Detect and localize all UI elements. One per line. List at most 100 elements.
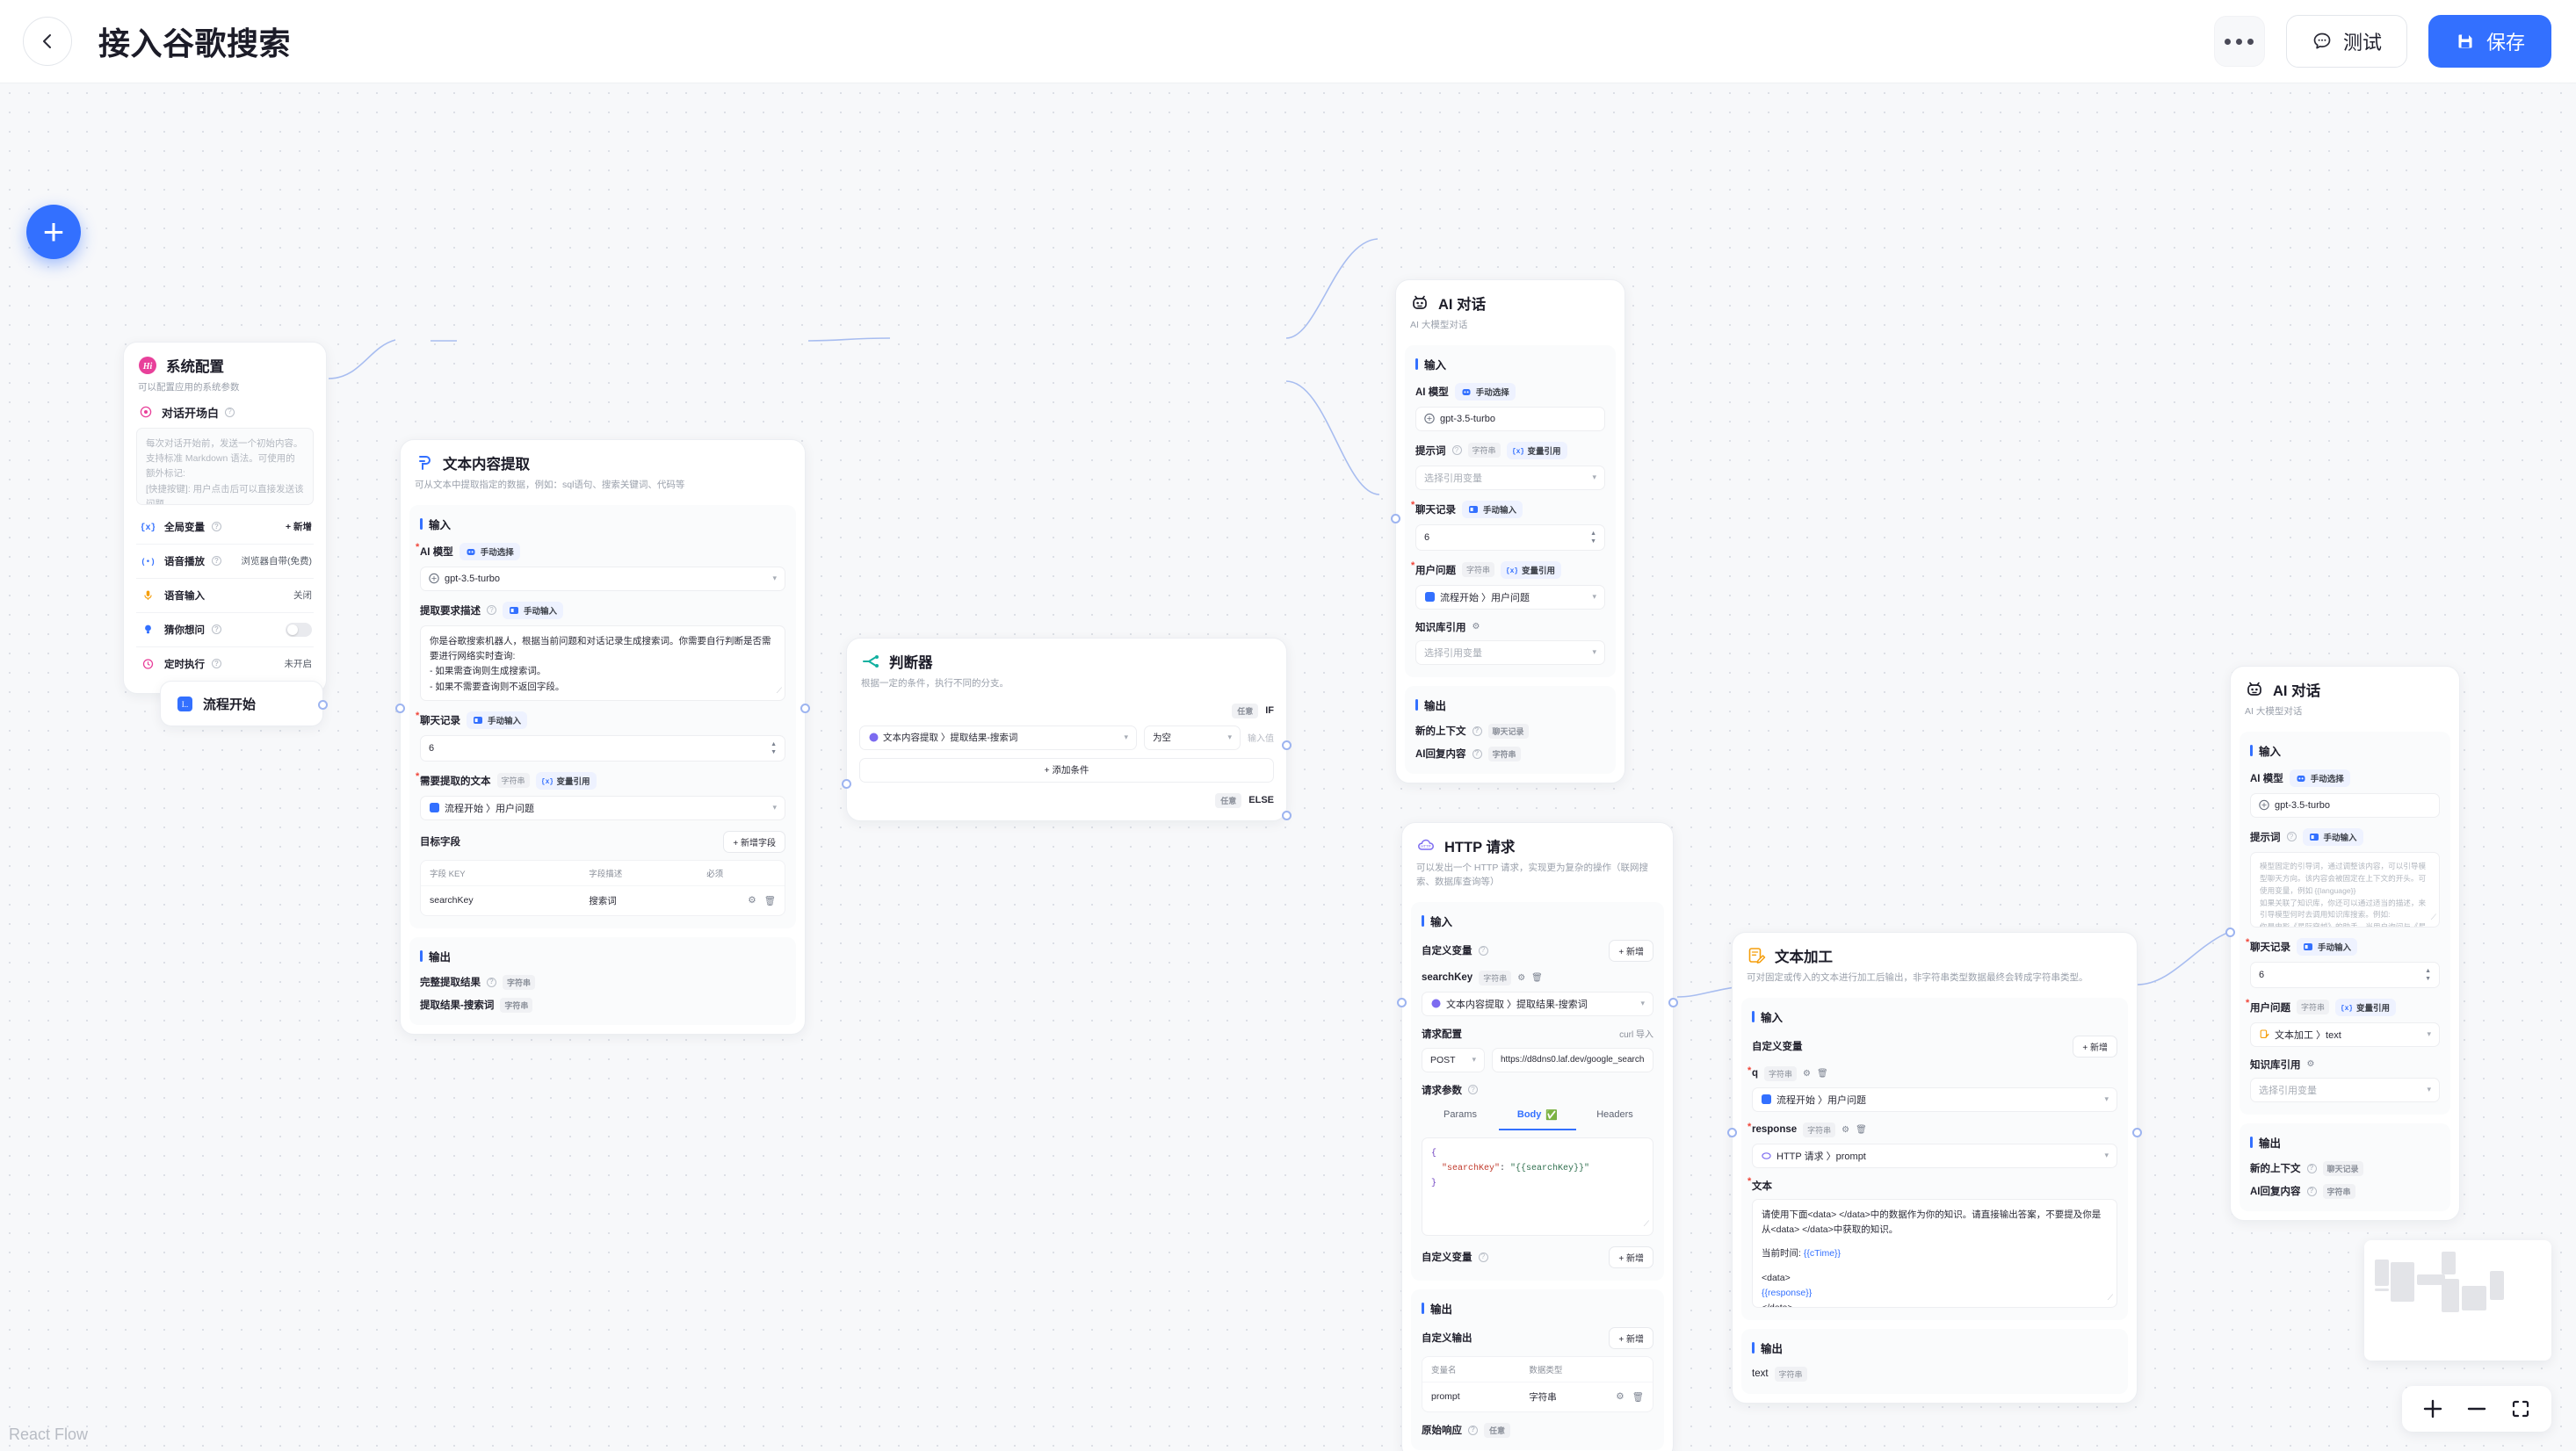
gear-icon[interactable]: ⚙ (748, 894, 756, 906)
help-icon[interactable]: ? (1472, 748, 1482, 759)
kb-var-select[interactable]: 选择引用变量 ▾ (2250, 1077, 2440, 1102)
more-options-button[interactable] (2213, 16, 2265, 67)
minimap[interactable] (2364, 1240, 2551, 1361)
ai-model-mode-chip[interactable]: 手动选择 (459, 542, 520, 560)
ai-model-select[interactable]: gpt-3.5-turbo (2250, 792, 2440, 818)
help-icon[interactable]: ? (1468, 1425, 1478, 1435)
source-mode-chip[interactable]: {x} 变量引用 (535, 771, 597, 790)
gear-icon[interactable]: ⚙ (1517, 972, 1526, 983)
extract-prompt-textarea[interactable]: 你是谷歌搜索机器人，根据当前问题和对话记录生成搜索词。你需要自行判断是否需要进行… (420, 624, 785, 701)
question-mode-chip[interactable]: {x} 变量引用 (2335, 998, 2397, 1016)
trash-icon[interactable]: 🗑 (1531, 972, 1543, 983)
add-output-button[interactable]: + 新增 (1609, 1326, 1653, 1349)
tab-headers[interactable]: Headers (1596, 1108, 1633, 1120)
body-code-editor[interactable]: { "searchKey": "{{searchKey}}" } ⟋ (1422, 1137, 1653, 1236)
prompt-mode-chip[interactable]: 手动输入 (503, 601, 564, 619)
kb-var-select[interactable]: 选择引用变量 ▾ (1415, 639, 1605, 665)
opening-textarea[interactable]: 每次对话开始前，发送一个初始内容。支持标准 Markdown 语法。可使用的额外… (136, 427, 314, 505)
add-custom-var-button-2[interactable]: + 新增 (1609, 1245, 1653, 1268)
help-icon[interactable]: ? (1451, 445, 1462, 456)
add-condition-button[interactable]: + 添加条件 (859, 757, 1274, 783)
history-number-input[interactable]: 6 ▲▼ (420, 734, 785, 762)
source-handle[interactable] (318, 700, 328, 710)
tab-params[interactable]: Params (1444, 1108, 1477, 1120)
if-badge[interactable]: 任意 (1232, 703, 1259, 718)
var-q-select[interactable]: 流程开始 〉用户问题 ▾ (1752, 1086, 2117, 1112)
help-icon[interactable]: ? (1472, 726, 1482, 736)
sc-row-voice-input[interactable]: 语音输入 关闭 (136, 577, 314, 612)
ai-model-mode-chip[interactable]: 手动选择 (2289, 769, 2350, 787)
prompt-textarea[interactable]: 模型固定的引导词，通过调整该内容，可以引导模型聊天方向。该内容会被固定在上下文的… (2250, 851, 2440, 928)
var-response-select[interactable]: HTTP 请求 〉prompt ▾ (1752, 1143, 2117, 1168)
node-system-config[interactable]: Hi 系统配置 可以配置应用的系统参数 对话开场白 ? 每次对话开始前，发送一个… (123, 342, 327, 694)
stepper-icon[interactable]: ▲▼ (2425, 967, 2431, 982)
resize-handle-icon[interactable]: ⟋ (2107, 1292, 2113, 1302)
resize-handle-icon[interactable]: ⟋ (776, 685, 782, 695)
help-icon[interactable]: ? (1478, 1252, 1488, 1262)
prompt-mode-chip[interactable]: 手动输入 (2302, 827, 2363, 846)
table-row[interactable]: prompt 字符串 ⚙🗑 (1422, 1381, 1653, 1411)
save-button[interactable]: 保存 (2428, 15, 2551, 68)
question-mode-chip[interactable]: {x} 变量引用 (1501, 560, 1562, 579)
help-icon[interactable]: ? (212, 522, 221, 532)
resize-handle-icon[interactable]: ⟋ (2430, 912, 2436, 921)
stepper-icon[interactable]: ▲▼ (771, 740, 777, 755)
source-handle-else[interactable] (1282, 811, 1292, 820)
condition-operator-select[interactable]: 为空 ▾ (1144, 725, 1241, 750)
guess-ask-toggle[interactable] (286, 622, 312, 637)
history-mode-chip[interactable]: 手动输入 (467, 711, 528, 729)
ai-model-select[interactable]: gpt-3.5-turbo ▾ (420, 566, 785, 591)
history-mode-chip[interactable]: 手动输入 (2297, 937, 2358, 956)
fit-view-button[interactable] (2502, 1390, 2539, 1427)
node-http-request[interactable]: HTTP HTTP 请求 可以发出一个 HTTP 请求，实现更为复杂的操作（联网… (1397, 822, 1678, 1451)
prompt-var-select[interactable]: 选择引用变量 ▾ (1415, 465, 1605, 490)
zoom-in-button[interactable] (2414, 1390, 2451, 1427)
help-icon[interactable]: ? (212, 659, 221, 669)
http-url-input[interactable]: https://d8dns0.laf.dev/google_search (1492, 1047, 1653, 1072)
help-icon[interactable]: ? (225, 407, 235, 417)
sc-row-global-vars[interactable]: {x} 全局变量 ? + 新增 (136, 510, 314, 544)
node-flow-start[interactable]: I.. 流程开始 (160, 681, 328, 726)
history-number-input[interactable]: 6 ▲▼ (2250, 961, 2440, 988)
test-button[interactable]: 测试 (2285, 15, 2407, 68)
target-handle[interactable] (395, 704, 405, 713)
help-icon[interactable]: ? (212, 624, 221, 635)
gear-icon[interactable]: ⚙ (1616, 1390, 1624, 1402)
trash-icon[interactable]: 🗑 (763, 895, 776, 906)
ai-model-mode-chip[interactable]: 手动选择 (1454, 382, 1516, 401)
source-handle[interactable] (2132, 1128, 2142, 1137)
node-text-extract[interactable]: 文本内容提取 可从文本中提取指定的数据，例如：sql语句、搜索关键词、代码等 输… (395, 439, 810, 1035)
tab-body[interactable]: Body ✅ (1499, 1104, 1576, 1130)
question-var-select[interactable]: 文本加工 〉text ▾ (2250, 1021, 2440, 1047)
sc-row-voice-play[interactable]: ((•)) 语音播放 ? 浏览器自带(免费) (136, 543, 314, 578)
source-handle[interactable] (800, 704, 810, 713)
prompt-mode-chip[interactable]: {x} 变量引用 (1506, 441, 1567, 459)
flow-canvas[interactable]: + Hi 系统配置 (0, 83, 2576, 1451)
help-icon[interactable]: ? (1468, 1085, 1478, 1094)
text-template-textarea[interactable]: 请使用下面<data> </data>中的数据作为你的知识。请直接输出答案，不要… (1752, 1198, 2117, 1308)
history-number-input[interactable]: 6 ▲▼ (1415, 523, 1605, 551)
trash-icon[interactable]: 🗑 (1632, 1391, 1644, 1403)
add-global-var-button[interactable]: + 新增 (285, 522, 312, 533)
help-icon[interactable]: ? (1478, 945, 1488, 956)
help-icon[interactable]: ? (487, 605, 496, 616)
gear-icon[interactable]: ⚙ (2306, 1059, 2315, 1070)
add-field-button[interactable]: + 新增字段 (723, 830, 785, 853)
question-var-select[interactable]: 流程开始 〉用户问题 ▾ (1415, 584, 1605, 610)
else-badge[interactable]: 任意 (1215, 792, 1242, 808)
target-handle[interactable] (1397, 998, 1407, 1007)
condition-variable-select[interactable]: 文本内容提取 〉提取结果-搜索词 ▾ (859, 725, 1137, 750)
resize-handle-icon[interactable]: ⟋ (1643, 1220, 1649, 1230)
trash-icon[interactable]: 🗑 (1856, 1124, 1867, 1135)
gear-icon[interactable]: ⚙ (1472, 622, 1480, 632)
help-icon[interactable]: ? (212, 556, 221, 567)
help-icon[interactable]: ? (2286, 832, 2297, 842)
target-handle[interactable] (2225, 928, 2235, 937)
back-button[interactable] (23, 17, 72, 66)
help-icon[interactable]: ? (2306, 1186, 2317, 1196)
gear-icon[interactable]: ⚙ (1803, 1068, 1812, 1079)
curl-import-button[interactable]: curl 导入 (1619, 1030, 1653, 1040)
node-text-process[interactable]: 文本加工 可对固定或传入的文本进行加工后输出，非字符串类型数据最终会转成字符串类… (1727, 932, 2142, 1404)
gear-icon[interactable]: ⚙ (1842, 1124, 1850, 1135)
ai-model-select[interactable]: gpt-3.5-turbo (1415, 406, 1605, 431)
